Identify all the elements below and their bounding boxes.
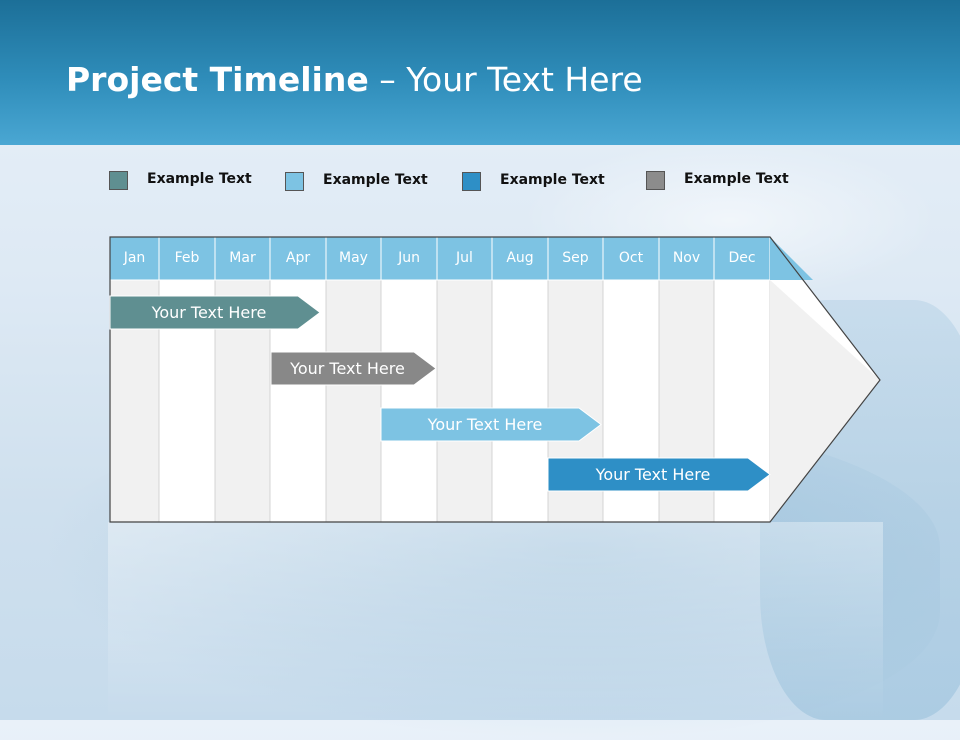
month-label: Oct (618, 250, 644, 266)
page-title: Project Timeline – Your Text Here (66, 60, 643, 99)
task-bar (270, 351, 437, 386)
month-label: Nov (672, 250, 701, 266)
month-label: Sep (562, 250, 589, 266)
timeline-reflection (108, 522, 883, 720)
month-header-cell (713, 236, 771, 281)
month-header-arrow-tip (770, 237, 813, 280)
legend-label: Example Text (684, 171, 789, 187)
task-label: Your Text Here (290, 359, 405, 378)
task-bar (380, 407, 602, 442)
timeline-chart (109, 236, 881, 523)
legend-label: Example Text (323, 172, 428, 188)
legend-swatch (646, 171, 665, 190)
task-label: Your Text Here (595, 465, 711, 484)
month-label: Apr (285, 250, 311, 266)
legend-swatch (462, 172, 481, 191)
month-header-cell (547, 236, 604, 281)
month-label: Feb (174, 250, 200, 266)
legend-label: Example Text (500, 172, 605, 188)
month-column (491, 279, 549, 523)
task-bar (547, 457, 771, 492)
month-label: Jan (123, 250, 146, 266)
timeline-outline (109, 236, 881, 523)
task-bar (109, 295, 321, 330)
month-label: Aug (506, 250, 534, 266)
month-column (380, 279, 438, 523)
month-header-cell (109, 236, 160, 281)
month-label: Jul (456, 250, 473, 266)
title-bold: Project Timeline (66, 60, 369, 99)
legend-label: Example Text (147, 171, 252, 187)
task-label: Your Text Here (427, 415, 543, 434)
month-label: May (339, 250, 368, 266)
legend-swatch (109, 171, 128, 190)
month-column (436, 279, 493, 523)
month-header-cell (658, 236, 715, 281)
timeline-arrow-head (770, 280, 880, 522)
legend-swatch (285, 172, 304, 191)
month-label: Mar (229, 250, 256, 266)
month-header-cell (380, 236, 438, 281)
month-column (325, 279, 382, 523)
task-label: Your Text Here (151, 303, 267, 322)
month-header-cell (214, 236, 271, 281)
title-rest: – Your Text Here (368, 60, 643, 99)
month-label: Jun (398, 250, 420, 266)
header-band: Project Timeline – Your Text Here (0, 0, 960, 145)
month-header-cell (158, 236, 216, 281)
month-label: Dec (728, 250, 756, 266)
month-header-cell (436, 236, 493, 281)
